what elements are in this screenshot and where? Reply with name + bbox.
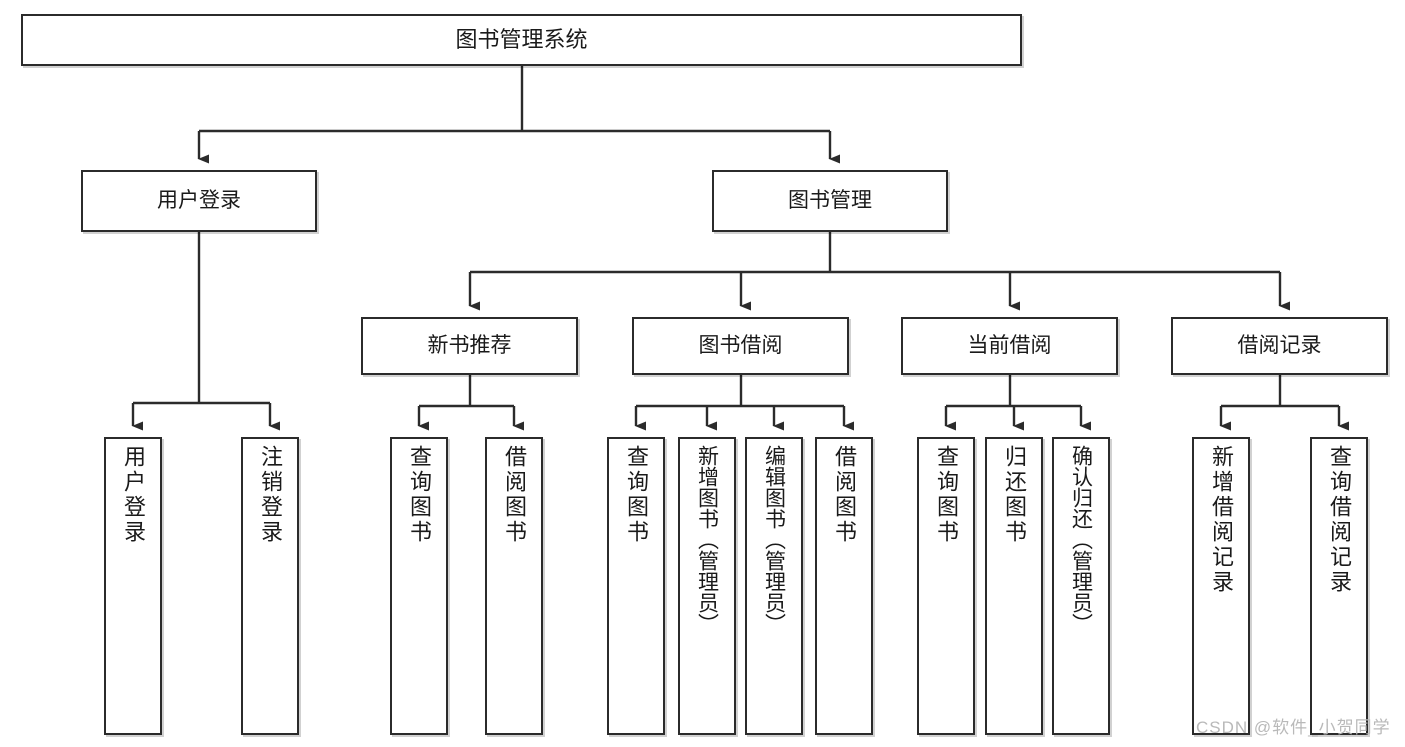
node-leaf-rec-borrow[interactable]: 借阅图书	[485, 437, 543, 735]
node-label: 图书管理系统	[455, 27, 588, 53]
node-leaf-bb-query[interactable]: 查询图书	[607, 437, 665, 735]
node-label: 借阅记录	[1237, 333, 1322, 357]
node-label: 当前借阅	[967, 333, 1052, 357]
node-label: 编辑图书（管理员）	[762, 445, 786, 634]
node-label: 借阅图书	[502, 445, 527, 545]
node-label: 图书借阅	[698, 333, 783, 357]
node-book-borrow[interactable]: 图书借阅	[632, 317, 849, 375]
node-user-login[interactable]: 用户登录	[81, 170, 317, 232]
node-leaf-rec-query[interactable]: 查询图书	[390, 437, 448, 735]
node-borrow-record[interactable]: 借阅记录	[1171, 317, 1388, 375]
node-label: 借阅图书	[832, 445, 857, 545]
node-label: 归还图书	[1002, 445, 1027, 545]
node-current-borrow[interactable]: 当前借阅	[901, 317, 1118, 375]
node-label: 用户登录	[157, 188, 241, 212]
node-label: 查询图书	[934, 445, 959, 545]
node-leaf-user-login[interactable]: 用户登录	[104, 437, 162, 735]
node-label: 确认归还（管理员）	[1069, 445, 1093, 634]
node-new-book-rec[interactable]: 新书推荐	[361, 317, 578, 375]
node-leaf-user-logout[interactable]: 注销登录	[241, 437, 299, 735]
node-label: 新增图书（管理员）	[695, 445, 719, 634]
node-label: 图书管理	[788, 188, 872, 212]
node-book-manage[interactable]: 图书管理	[712, 170, 948, 232]
csdn-watermark: CSDN @软件_小贺同学	[1196, 718, 1391, 737]
node-leaf-bb-add[interactable]: 新增图书（管理员）	[678, 437, 736, 735]
node-leaf-bb-edit[interactable]: 编辑图书（管理员）	[745, 437, 803, 735]
node-leaf-cb-return[interactable]: 归还图书	[985, 437, 1043, 735]
node-leaf-bb-borrow[interactable]: 借阅图书	[815, 437, 873, 735]
node-label: 注销登录	[258, 445, 283, 545]
node-leaf-br-query[interactable]: 查询借阅记录	[1310, 437, 1368, 735]
node-label: 新增借阅记录	[1209, 445, 1234, 595]
node-label: 查询借阅记录	[1327, 445, 1352, 595]
node-leaf-cb-confirm[interactable]: 确认归还（管理员）	[1052, 437, 1110, 735]
node-leaf-cb-query[interactable]: 查询图书	[917, 437, 975, 735]
node-root[interactable]: 图书管理系统	[21, 14, 1022, 66]
node-label: 查询图书	[407, 445, 432, 545]
node-label: 用户登录	[121, 445, 146, 545]
node-label: 新书推荐	[427, 333, 512, 357]
node-leaf-br-add[interactable]: 新增借阅记录	[1192, 437, 1250, 735]
node-label: 查询图书	[624, 445, 649, 545]
